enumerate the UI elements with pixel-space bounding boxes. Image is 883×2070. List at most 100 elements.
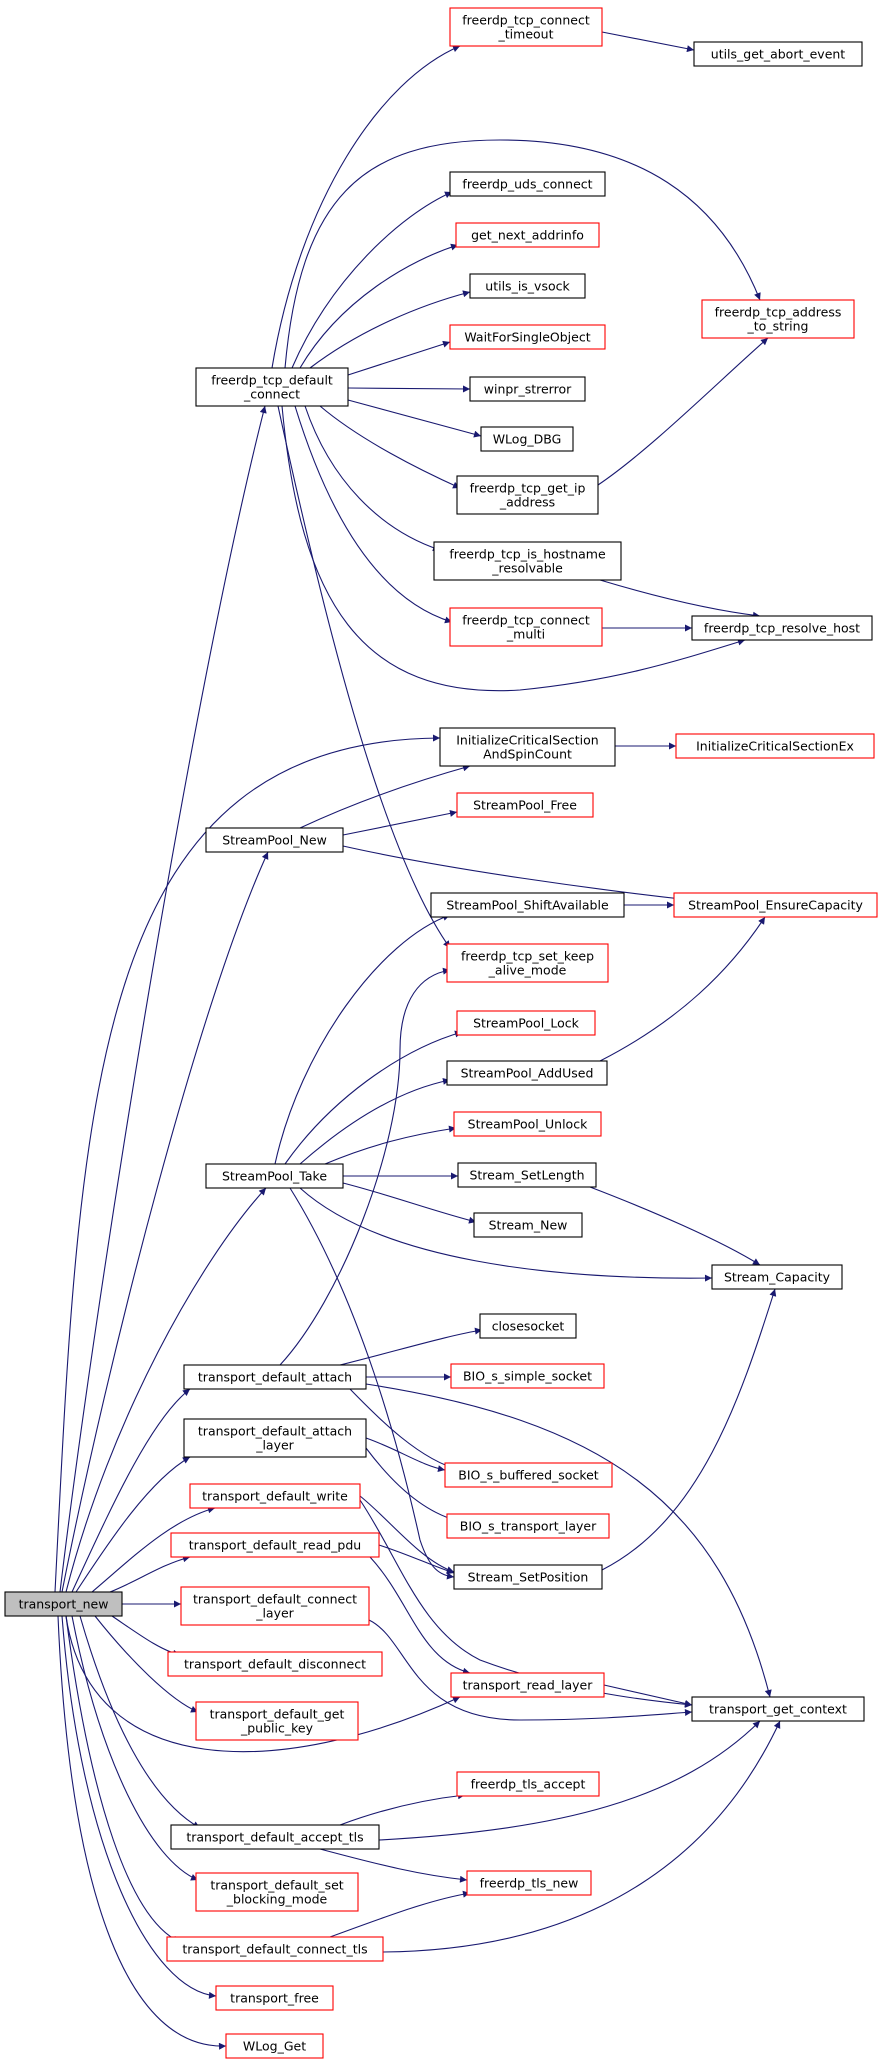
node-freerdp-tcp-connect-multi[interactable]: freerdp_tcp_connect_multi bbox=[449, 607, 603, 647]
node-label: Stream_New bbox=[489, 1218, 568, 1233]
node-transport-default-attach[interactable]: transport_default_attach bbox=[183, 1364, 367, 1390]
edge-transport_new-to-freerdp_tcp_default_connect bbox=[59, 405, 267, 1593]
node-label: StreamPool_Unlock bbox=[468, 1117, 588, 1132]
node-box bbox=[449, 171, 606, 197]
node-closesocket[interactable]: closesocket bbox=[479, 1313, 577, 1339]
node-label: BIO_s_buffered_socket bbox=[458, 1468, 599, 1483]
node-streampool-free[interactable]: StreamPool_Free bbox=[456, 792, 594, 818]
edge-transport_default_accept_tls-to-freerdp_tls_new bbox=[319, 1848, 468, 1883]
node-label: freerdp_tcp_resolve_host bbox=[704, 621, 860, 636]
node-box bbox=[430, 892, 625, 918]
node-get-next-addrinfo[interactable]: get_next_addrinfo bbox=[455, 222, 600, 248]
node-freerdp-tcp-address-to-string[interactable]: freerdp_tcp_address_to_string bbox=[701, 299, 855, 339]
node-box bbox=[456, 1771, 600, 1797]
node-freerdp-tcp-connect-timeout[interactable]: freerdp_tcp_connect_timeout bbox=[449, 7, 603, 47]
node-streampool-unlock[interactable]: StreamPool_Unlock bbox=[453, 1111, 602, 1137]
node-label: _layer bbox=[255, 1606, 294, 1621]
node-freerdp-tls-new[interactable]: freerdp_tls_new bbox=[466, 1870, 592, 1896]
node-transport-default-accept-tls[interactable]: transport_default_accept_tls bbox=[170, 1824, 380, 1850]
node-transport-default-write[interactable]: transport_default_write bbox=[189, 1483, 361, 1509]
node-freerdp-tcp-is-hostname-resolvable[interactable]: freerdp_tcp_is_hostname_resolvable bbox=[433, 541, 622, 581]
node-label: transport_free bbox=[230, 1991, 319, 2006]
node-stream-setlength[interactable]: Stream_SetLength bbox=[457, 1162, 597, 1188]
node-box bbox=[170, 1532, 380, 1558]
edge-transport_default_accept_tls-to-freerdp_tls_accept bbox=[339, 1792, 466, 1826]
nodes-layer: transport_new freerdp_tcp_default_connect… bbox=[4, 7, 878, 2059]
node-label: _alive_mode bbox=[488, 963, 567, 978]
node-label: StreamPool_ShiftAvailable bbox=[446, 898, 609, 913]
node-initializecriticalsectionex[interactable]: InitializeCriticalSectionEx bbox=[675, 733, 875, 759]
node-label: transport_default_connect bbox=[193, 1592, 357, 1607]
node-winpr-strerror[interactable]: winpr_strerror bbox=[469, 376, 586, 402]
node-transport-read-layer[interactable]: transport_read_layer bbox=[450, 1672, 605, 1698]
node-transport-free[interactable]: transport_free bbox=[215, 1985, 334, 2011]
node-stream-capacity[interactable]: Stream_Capacity bbox=[711, 1264, 843, 1290]
edge-transport_new-to-transport_default_attach_layer bbox=[75, 1456, 191, 1593]
node-box bbox=[469, 273, 586, 299]
node-box bbox=[691, 1696, 865, 1722]
node-transport-default-set-blocking-mode[interactable]: transport_default_set_blocking_mode bbox=[195, 1872, 359, 1912]
node-box bbox=[450, 1672, 605, 1698]
node-label: utils_get_abort_event bbox=[711, 47, 846, 62]
edge-StreamPool_New-to-StreamPool_Free bbox=[342, 809, 458, 836]
edge-Stream_SetPosition-to-Stream_Capacity bbox=[601, 1288, 777, 1571]
node-freerdp-tcp-default-connect[interactable]: freerdp_tcp_default_connect bbox=[195, 367, 349, 407]
edge-freerdp_tcp_default_connect-to-WLog_DBG bbox=[347, 399, 482, 438]
node-streampool-take[interactable]: StreamPool_Take bbox=[205, 1163, 344, 1189]
node-box bbox=[450, 1363, 605, 1389]
node-wlog-dbg[interactable]: WLog_DBG bbox=[480, 426, 574, 452]
node-streampool-addused[interactable]: StreamPool_AddUsed bbox=[446, 1060, 608, 1086]
node-label: WaitForSingleObject bbox=[464, 330, 590, 345]
node-utils-get-abort-event[interactable]: utils_get_abort_event bbox=[693, 41, 863, 67]
node-streampool-new[interactable]: StreamPool_New bbox=[205, 827, 344, 853]
node-transport-new: transport_new bbox=[4, 1591, 123, 1617]
node-transport-get-context[interactable]: transport_get_context bbox=[691, 1696, 865, 1722]
node-label: transport_default_accept_tls bbox=[186, 1830, 363, 1845]
node-transport-default-disconnect[interactable]: transport_default_disconnect bbox=[167, 1651, 383, 1677]
node-stream-new[interactable]: Stream_New bbox=[473, 1212, 583, 1238]
node-waitforsingleobject[interactable]: WaitForSingleObject bbox=[449, 324, 606, 350]
node-transport-default-read-pdu[interactable]: transport_default_read_pdu bbox=[170, 1532, 380, 1558]
edge-transport_new-to-transport_default_read_pdu bbox=[109, 1555, 191, 1593]
edge-transport_default_attach-to-freerdp_tcp_set_keep_alive_mode bbox=[279, 967, 451, 1366]
node-stream-setposition[interactable]: Stream_SetPosition bbox=[453, 1564, 603, 1590]
node-freerdp-tls-accept[interactable]: freerdp_tls_accept bbox=[456, 1771, 600, 1797]
node-label: freerdp_tcp_address bbox=[715, 305, 842, 320]
node-label: StreamPool_New bbox=[222, 833, 327, 848]
node-label: InitializeCriticalSectionEx bbox=[696, 739, 854, 754]
node-wlog-get[interactable]: WLog_Get bbox=[225, 2033, 324, 2059]
node-bio-s-transport-layer[interactable]: BIO_s_transport_layer bbox=[446, 1513, 610, 1539]
node-freerdp-uds-connect[interactable]: freerdp_uds_connect bbox=[449, 171, 606, 197]
node-label: transport_default_write bbox=[202, 1489, 348, 1504]
node-streampool-shiftavailable[interactable]: StreamPool_ShiftAvailable bbox=[430, 892, 625, 918]
node-freerdp-tcp-resolve-host[interactable]: freerdp_tcp_resolve_host bbox=[691, 615, 873, 641]
edge-freerdp_tcp_is_hostname_resolvable-to-freerdp_tcp_resolve_host bbox=[599, 579, 761, 619]
node-transport-default-connect-tls[interactable]: transport_default_connect_tls bbox=[166, 1936, 384, 1962]
node-streampool-ensurecapacity[interactable]: StreamPool_EnsureCapacity bbox=[673, 892, 878, 918]
edge-transport_default_attach-to-transport_get_context bbox=[365, 1383, 772, 1698]
node-label: freerdp_tls_accept bbox=[471, 1777, 586, 1792]
node-transport-default-get-public-key[interactable]: transport_default_get_public_key bbox=[195, 1701, 359, 1741]
edge-freerdp_tcp_default_connect-to-winpr_strerror bbox=[347, 385, 471, 393]
node-freerdp-tcp-get-ip-address[interactable]: freerdp_tcp_get_ip_address bbox=[456, 475, 599, 515]
node-freerdp-tcp-set-keep-alive-mode[interactable]: freerdp_tcp_set_keep_alive_mode bbox=[446, 943, 609, 983]
node-box bbox=[473, 1212, 583, 1238]
node-utils-is-vsock[interactable]: utils_is_vsock bbox=[469, 273, 586, 299]
node-box bbox=[701, 299, 855, 339]
node-label: freerdp_tcp_set_keep bbox=[461, 949, 594, 964]
edge-transport_new-to-transport_default_attach bbox=[71, 1388, 191, 1593]
node-bio-s-buffered-socket[interactable]: BIO_s_buffered_socket bbox=[444, 1462, 613, 1488]
node-bio-s-simple-socket[interactable]: BIO_s_simple_socket bbox=[450, 1363, 605, 1389]
node-box bbox=[469, 376, 586, 402]
node-box bbox=[449, 607, 603, 647]
node-label: _public_key bbox=[240, 1721, 314, 1736]
node-box bbox=[205, 1163, 344, 1189]
node-label: utils_is_vsock bbox=[485, 279, 570, 294]
node-streampool-lock[interactable]: StreamPool_Lock bbox=[456, 1010, 596, 1036]
node-transport-default-attach-layer[interactable]: transport_default_attach_layer bbox=[183, 1418, 367, 1458]
edge-transport_new-to-transport_default_set_blocking_mode bbox=[71, 1615, 199, 1881]
node-transport-default-connect-layer[interactable]: transport_default_connect_layer bbox=[180, 1586, 370, 1626]
node-label: transport_default_set bbox=[210, 1878, 343, 1893]
